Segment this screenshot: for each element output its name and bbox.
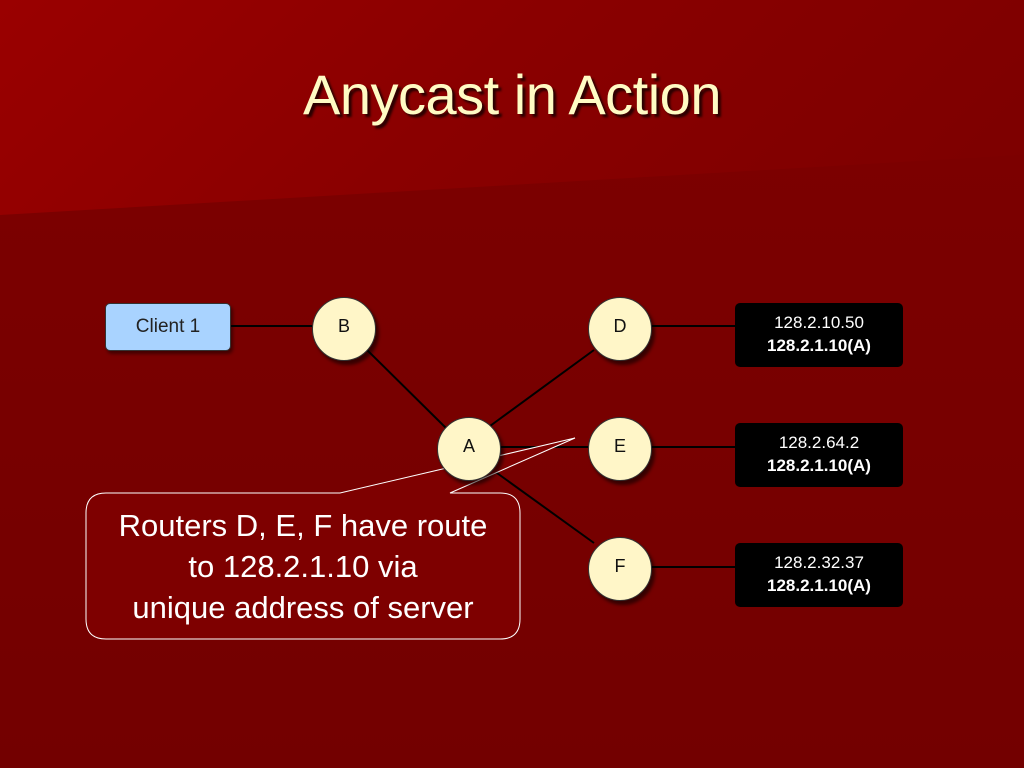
link-a-d (489, 349, 595, 427)
client-node: Client 1 (105, 303, 231, 351)
router-e: E (588, 417, 652, 481)
router-d: D (588, 297, 652, 361)
server-e: 128.2.64.2 128.2.1.10(A) (735, 423, 903, 487)
callout-line: to 128.2.1.10 via (188, 549, 418, 584)
callout-line: unique address of server (132, 590, 474, 625)
router-b: B (312, 297, 376, 361)
server-unicast-address: 128.2.10.50 (774, 313, 864, 332)
server-anycast-address: 128.2.1.10(A) (767, 576, 871, 595)
slide-title: Anycast in Action (303, 63, 721, 126)
callout-bubble (85, 437, 576, 640)
server-d: 128.2.10.50 128.2.1.10(A) (735, 303, 903, 367)
server-anycast-address: 128.2.1.10(A) (767, 456, 871, 475)
router-f: F (588, 537, 652, 601)
link-b-a (361, 344, 447, 429)
server-unicast-address: 128.2.32.37 (774, 553, 864, 572)
server-f: 128.2.32.37 128.2.1.10(A) (735, 543, 903, 607)
callout-text: Routers D, E, F have route to 128.2.1.10… (86, 505, 520, 628)
callout-line: Routers D, E, F have route (118, 508, 488, 543)
router-a: A (437, 417, 501, 481)
link-a-f (489, 467, 595, 544)
server-anycast-address: 128.2.1.10(A) (767, 336, 871, 355)
server-unicast-address: 128.2.64.2 (778, 433, 860, 452)
